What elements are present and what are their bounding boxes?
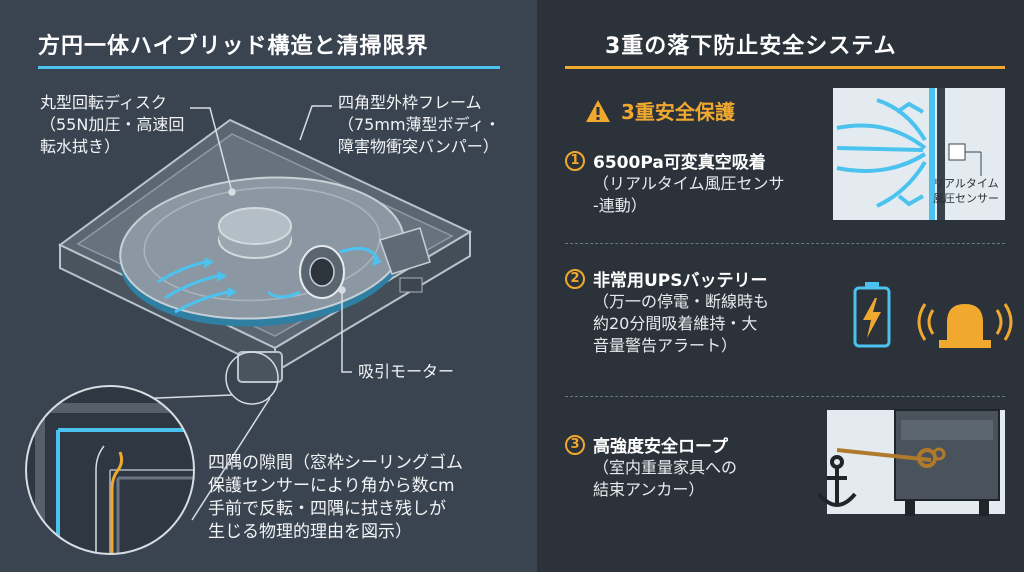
warning-heading: 3重安全保護 — [585, 96, 735, 125]
divider-2 — [565, 396, 1005, 397]
safety-item-2-description-line-2: 約20分間吸着維持・大 — [593, 314, 758, 333]
safety-item-1-description: （リアルタイム風圧センサ -連動） — [593, 173, 785, 217]
safety-item-2-description-line-3: 音量警告アラート） — [593, 336, 738, 355]
label-corner-gap: 四隅の隙間（窓枠シーリングゴム 保護センサーにより角から数cm 手前で反転・四隅… — [208, 452, 463, 544]
safety-item-1-number: 1 — [565, 150, 585, 171]
safety-item-2-heading: 非常用UPSバッテリー — [593, 271, 768, 291]
safety-item-1-description-line-2: -連動） — [593, 196, 647, 215]
battery-icon — [853, 282, 891, 348]
left-title-underline — [38, 66, 500, 69]
label-square-frame-line-3: 障害物衝突バンパー） — [338, 137, 499, 156]
warning-heading-text: 3重安全保護 — [621, 100, 735, 124]
label-square-frame-line-2: （75mm薄型ボディ・ — [338, 115, 501, 134]
suction-motor — [267, 227, 431, 299]
airflow-icon — [833, 88, 1005, 220]
label-airflow-sensor: リアルタイム 風圧センサー — [933, 176, 999, 206]
safety-item-3: 3 高強度安全ロープ （室内重量家具への 結束アンカー） — [565, 432, 737, 501]
label-corner-gap-line-2: 保護センサーにより角から数cm — [208, 476, 455, 496]
safety-item-3-description: （室内重量家具への 結束アンカー） — [593, 457, 737, 501]
safety-item-2: 2 非常用UPSバッテリー （万一の停電・断線時も 約20分間吸着維持・大 音量… — [565, 266, 769, 357]
safety-item-3-number: 3 — [565, 434, 585, 455]
safety-item-2-number: 2 — [565, 268, 585, 289]
label-airflow-sensor-line-2: 風圧センサー — [933, 192, 999, 205]
label-corner-gap-line-3: 手前で反転・四隅に拭き残しが — [208, 499, 446, 519]
safety-item-2-description-line-1: （万一の停電・断線時も — [593, 292, 770, 311]
label-square-frame: 四角型外枠フレーム （75mm薄型ボディ・ 障害物衝突バンパー） — [338, 92, 500, 158]
label-corner-gap-line-1: 四隅の隙間（窓枠シーリングゴム — [208, 453, 463, 473]
safety-item-1-heading: 6500Pa可変真空吸着 — [593, 153, 766, 173]
safety-item-1-description-line-1: （リアルタイム風圧センサ — [593, 174, 785, 193]
leader-lines — [190, 105, 352, 373]
safety-item-1: 1 6500Pa可変真空吸着 （リアルタイム風圧センサ -連動） — [565, 148, 785, 217]
warning-icon — [586, 99, 610, 122]
right-title-underline — [565, 66, 1005, 69]
label-airflow-sensor-line-1: リアルタイム — [933, 177, 999, 190]
right-title: 3重の落下防止安全システム — [605, 34, 897, 59]
safety-item-3-description-line-1: （室内重量家具への — [593, 458, 738, 477]
label-round-disc-line-3: 転水拭き） — [40, 137, 121, 156]
safety-item-3-description-line-2: 結束アンカー） — [593, 480, 705, 499]
corner-zoom — [25, 351, 279, 555]
label-suction-motor: 吸引モーター — [358, 361, 454, 383]
label-square-frame-line-1: 四角型外枠フレーム — [338, 93, 482, 112]
robot-diagram — [25, 105, 473, 555]
rotation-arrows — [157, 257, 237, 314]
divider-1 — [565, 243, 1005, 244]
label-round-disc-line-2: （55N加圧・高速回 — [40, 115, 185, 134]
label-corner-gap-line-4: 生じる物理的理由を図示） — [208, 522, 412, 542]
label-round-disc: 丸型回転ディスク （55N加圧・高速回 転水拭き） — [40, 92, 184, 158]
structure-panel: 方円一体ハイブリッド構造と清掃限界 — [0, 0, 537, 572]
label-suction-motor-text: 吸引モーター — [358, 362, 455, 381]
safety-panel: 3重の落下防止安全システム 3重安全保護 — [537, 0, 1024, 572]
safety-item-3-heading: 高強度安全ロープ — [593, 437, 728, 457]
anchor-icon — [817, 409, 1005, 516]
right-illustrations — [817, 88, 1013, 516]
safety-item-2-description: （万一の停電・断線時も 約20分間吸着維持・大 音量警告アラート） — [593, 291, 769, 357]
label-round-disc-line-1: 丸型回転ディスク — [40, 93, 167, 112]
left-title: 方円一体ハイブリッド構造と清掃限界 — [38, 34, 429, 59]
alarm-light-icon — [917, 303, 1013, 348]
